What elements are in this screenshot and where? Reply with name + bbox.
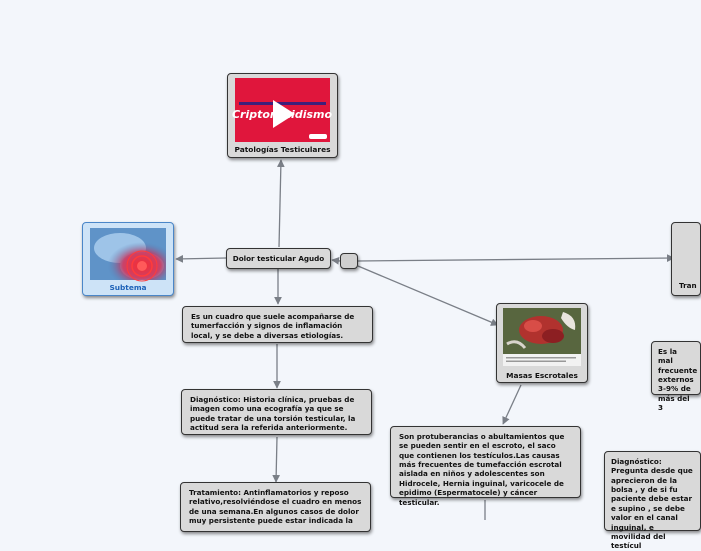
connector-diagnosis-to-treatment [272,436,281,483]
connector-hub-to-root [331,257,341,265]
surgery-photo [503,308,581,366]
connector-root-to-topic [276,159,285,248]
connector-lines [175,159,675,520]
connector-hub-to-masses [357,265,499,326]
masses-desc-text: Son protuberancias o abultamientos que s… [399,432,565,507]
subtema-node[interactable]: Subtema [82,222,174,296]
pelvis-pain-image [90,228,166,282]
subtema-label: Subtema [109,283,147,292]
play-icon [273,100,295,128]
topic-image-node[interactable]: Criptorquidismo Patologías Testiculares [227,73,338,158]
hub-node[interactable] [340,253,358,269]
masses-node[interactable]: Masas Escrotales [496,303,588,383]
right-mid-text: Es la mal frecuente externos 3-9% de más… [658,347,698,413]
mind-map-canvas: Criptorquidismo Patologías Testiculares [82,73,701,550]
right-bottom-text: Diagnóstico: Pregunta desde que aprecier… [611,457,693,551]
right-top-node[interactable]: Tran [671,222,701,296]
right-top-label: Tran [679,281,697,290]
connector-hub-to-right [357,254,675,262]
definition-text: Es un cuadro que suele acompañarse de tu… [191,312,355,340]
masses-label: Masas Escrotales [506,371,578,380]
definition-node[interactable]: Es un cuadro que suele acompañarse de tu… [182,306,373,343]
root-node[interactable]: Dolor testicular Agudo [226,248,331,269]
diagnosis-node[interactable]: Diagnóstico: Historia clínica, pruebas d… [181,389,372,435]
masses-desc-node[interactable]: Son protuberancias o abultamientos que s… [390,426,581,507]
root-label: Dolor testicular Agudo [232,254,325,263]
diagnosis-text: Diagnóstico: Historia clínica, pruebas d… [190,395,356,433]
right-bottom-node[interactable]: Diagnóstico: Pregunta desde que aprecier… [604,451,701,550]
connector-root-to-subtema [175,254,227,263]
right-mid-node[interactable]: Es la mal frecuente externos 3-9% de más… [651,341,701,412]
treatment-node[interactable]: Tratamiento: Antinflamatorios y reposo r… [180,482,371,532]
topic-caption: Patologías Testiculares [234,145,331,154]
connector-masses-to-desc [502,384,522,425]
treatment-text: Tratamiento: Antinflamatorios y reposo r… [189,488,362,526]
video-thumbnail[interactable]: Criptorquidismo [232,78,332,142]
